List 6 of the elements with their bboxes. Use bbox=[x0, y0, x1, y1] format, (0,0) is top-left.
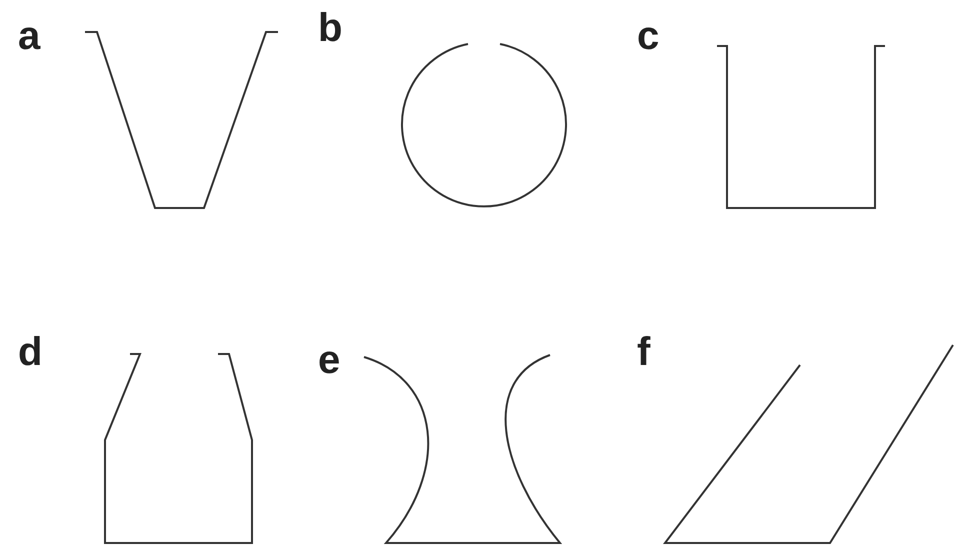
panel-letter: b bbox=[318, 8, 342, 48]
panel-letter: d bbox=[18, 332, 42, 372]
panel-letter: e bbox=[318, 340, 340, 380]
panel-letter: f bbox=[637, 332, 650, 372]
panel-letter: a bbox=[18, 16, 40, 56]
panel-letter: c bbox=[637, 16, 660, 56]
